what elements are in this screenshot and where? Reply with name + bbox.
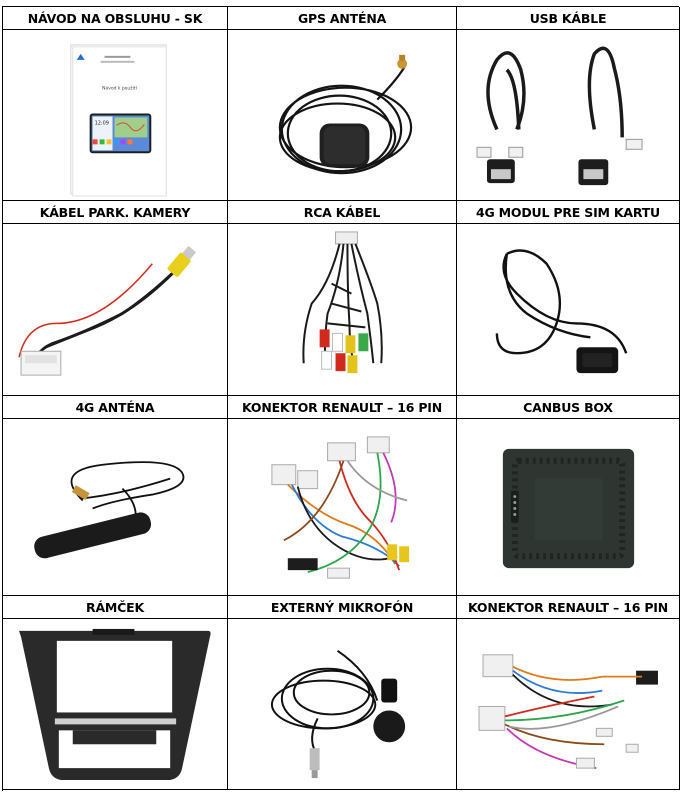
header-external-microphone: EXTERNÝ MIKROFÓN (228, 596, 457, 619)
canbus-box-cell (457, 419, 680, 596)
header-renault-connector-1: KONEKTOR RENAULT – 16 PIN (228, 396, 457, 419)
parking-camera-cable-icon (18, 245, 197, 376)
header-canbus-box: CANBUS BOX (457, 396, 680, 419)
rca-cable-cell (228, 224, 457, 396)
dash-frame-cell (3, 619, 228, 790)
header-4g-antenna: 4G ANTÉNA (3, 396, 228, 419)
header-manual: NÁVOD NA OBSLUHU - SK (3, 7, 228, 30)
wiring-harness-icon (271, 436, 410, 579)
header-renault-connector-2: KONEKTOR RENAULT – 16 PIN (457, 596, 680, 619)
usb-cables-cell (457, 30, 680, 201)
manual-booklet-icon: Návod k použití 12:09 (70, 44, 167, 197)
header-rca-cable: RCA KÁBEL (228, 201, 457, 224)
sim-module-icon (495, 249, 628, 374)
header-dash-frame: RÁMČEK (3, 596, 228, 619)
4g-antenna-icon (34, 461, 185, 559)
microphone-icon (270, 649, 406, 779)
manual-cover-title: Návod k použití (102, 85, 137, 92)
wiring-harness-icon (478, 654, 658, 770)
gps-antenna-cell (228, 30, 457, 201)
header-usb-cables: USB KÁBLE (457, 7, 680, 30)
manual-cell: Návod k použití 12:09 (3, 30, 228, 201)
header-gps-antenna: GPS ANTÉNA (228, 7, 457, 30)
manual-screen-time: 12:09 (95, 120, 109, 126)
accessories-table: NÁVOD NA OBSLUHU - SK GPS ANTÉNA USB KÁB… (2, 6, 680, 791)
renault-connector-1-cell (228, 419, 457, 596)
external-microphone-cell (228, 619, 457, 790)
renault-connector-2-cell (457, 619, 680, 790)
header-4g-sim-module: 4G MODUL PRE SIM KARTU (457, 201, 680, 224)
sim-module-cell (457, 224, 680, 396)
gps-antenna-icon (278, 54, 413, 175)
parking-camera-cable-cell (3, 224, 228, 396)
dash-frame-icon (19, 628, 211, 781)
canbus-box-icon (502, 448, 635, 569)
4g-antenna-cell (3, 419, 228, 596)
rca-cable-icon (302, 231, 383, 374)
header-parking-camera-cable: KÁBEL PARK. KAMERY (3, 201, 228, 224)
usb-cables-icon (476, 46, 643, 186)
